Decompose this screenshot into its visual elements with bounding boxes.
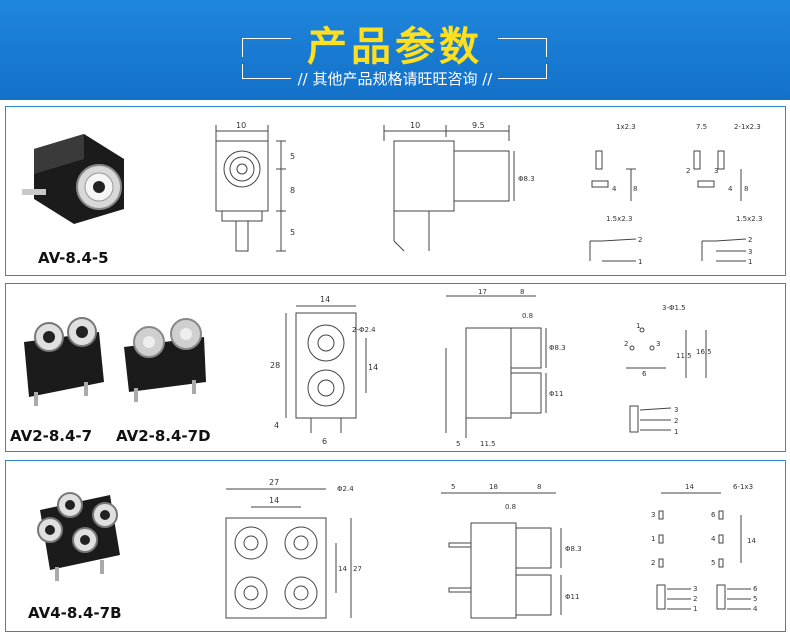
svg-text:14: 14 (269, 496, 279, 505)
svg-text:27: 27 (269, 478, 279, 487)
svg-text:8: 8 (744, 185, 748, 193)
svg-text:Φ8.3: Φ8.3 (565, 545, 581, 553)
svg-text:1x2.3: 1x2.3 (616, 123, 636, 131)
svg-text:5: 5 (456, 440, 460, 448)
front-view-drawing: 10 5 8 5 (215, 121, 295, 252)
svg-text:3: 3 (714, 167, 718, 175)
svg-text:2: 2 (638, 236, 642, 244)
svg-text:11.5: 11.5 (676, 352, 692, 360)
svg-text:17: 17 (478, 288, 487, 296)
side-view-drawing: 5 18 8 0.8 Φ8.3 Φ11 (441, 483, 581, 619)
svg-text:8: 8 (520, 288, 524, 296)
pad-layout-drawing: 1x2.3 4 8 1.5x2.3 2 1 7.5 2-1x2.3 2 3 4 … (589, 123, 762, 266)
svg-text:5: 5 (711, 559, 715, 567)
side-view-drawing: 17 8 0.8 Φ8.3 Φ11 5 11.5 (445, 288, 566, 448)
svg-text:5: 5 (290, 152, 295, 161)
svg-text:Φ11: Φ11 (565, 593, 579, 601)
svg-text:14: 14 (747, 537, 756, 545)
svg-text:2-1x2.3: 2-1x2.3 (734, 123, 761, 131)
page-title: 产品参数 (307, 24, 483, 70)
product-row-3: AV4-8.4-7B 27 Φ2.4 14 14 27 5 18 8 0.8 Φ… (5, 460, 786, 632)
svg-text:Φ11: Φ11 (549, 390, 563, 398)
product-photo-av-8-4-5 (22, 134, 124, 224)
product-label: AV4-8.4-7B (28, 604, 122, 622)
svg-text:5: 5 (753, 595, 757, 603)
svg-text:18: 18 (489, 483, 498, 491)
front-view-drawing: 14 2-Φ2.4 28 14 4 6 (270, 295, 378, 446)
product-label: AV-8.4-5 (38, 249, 109, 267)
svg-text:1: 1 (636, 322, 640, 330)
svg-text:7.5: 7.5 (696, 123, 707, 131)
product-label-b: AV2-8.4-7D (116, 427, 211, 445)
svg-text:11.5: 11.5 (480, 440, 496, 448)
svg-text:6: 6 (753, 585, 758, 593)
svg-text:10: 10 (410, 121, 420, 130)
svg-text:5: 5 (290, 228, 295, 237)
svg-text:16.5: 16.5 (696, 348, 712, 356)
svg-text:3: 3 (656, 340, 660, 348)
pad-layout-drawing: 3-Φ1.5 1 2 3 6 11.5 16.5 3 2 1 (624, 304, 712, 436)
svg-text:2: 2 (748, 236, 752, 244)
svg-text:28: 28 (270, 361, 280, 370)
bracket-bottom-right (498, 64, 547, 79)
svg-text:1.5x2.3: 1.5x2.3 (606, 215, 632, 223)
svg-text:27: 27 (353, 565, 361, 573)
svg-text:3: 3 (748, 248, 752, 256)
product-row-2: AV2-8.4-7 AV2-8.4-7D 14 2-Φ2.4 28 14 4 6… (5, 283, 786, 452)
svg-text:Φ8.3: Φ8.3 (518, 175, 534, 183)
product-photo-av4-8-4-7b (37, 492, 120, 581)
svg-text:1: 1 (651, 535, 655, 543)
svg-text:6: 6 (642, 370, 647, 378)
svg-text:1: 1 (693, 605, 697, 613)
product-row-1: AV-8.4-5 10 5 8 5 10 9.5 Φ8.3 (5, 106, 786, 276)
svg-text:8: 8 (290, 186, 295, 195)
svg-text:6-1x3: 6-1x3 (733, 483, 753, 491)
svg-text:14: 14 (320, 295, 330, 304)
side-view-drawing: 10 9.5 Φ8.3 (383, 121, 534, 252)
svg-text:0.8: 0.8 (505, 503, 516, 511)
svg-text:14: 14 (338, 565, 347, 573)
svg-text:1: 1 (748, 258, 752, 266)
svg-text:3: 3 (693, 585, 697, 593)
front-view-drawing: 27 Φ2.4 14 14 27 (225, 478, 361, 619)
product-photo-av2-8-4-7 (24, 317, 104, 406)
svg-text:2: 2 (686, 167, 690, 175)
svg-text:Φ8.3: Φ8.3 (549, 344, 566, 352)
svg-text:4: 4 (274, 421, 279, 430)
svg-text:10: 10 (236, 121, 246, 130)
svg-text:4: 4 (612, 185, 617, 193)
svg-text:6: 6 (711, 511, 716, 519)
product-label-a: AV2-8.4-7 (10, 427, 93, 445)
svg-text:8: 8 (537, 483, 541, 491)
svg-text:14: 14 (685, 483, 694, 491)
svg-text:9.5: 9.5 (472, 121, 485, 130)
svg-text:3: 3 (674, 406, 678, 414)
svg-text:Φ2.4: Φ2.4 (337, 485, 354, 493)
svg-text:1.5x2.3: 1.5x2.3 (736, 215, 762, 223)
svg-text:8: 8 (633, 185, 637, 193)
svg-text:2: 2 (651, 559, 655, 567)
svg-text:4: 4 (753, 605, 758, 613)
pad-layout-drawing: 14 6-1x3 14 3 1 2 6 4 5 3 2 1 6 5 4 (651, 483, 758, 613)
svg-text:1: 1 (638, 258, 642, 266)
header-banner: 产品参数 // 其他产品规格请旺旺咨询 // (0, 0, 790, 100)
svg-text:3: 3 (651, 511, 655, 519)
bracket-top-right (498, 38, 547, 57)
svg-text:1: 1 (674, 428, 678, 436)
svg-text:2: 2 (624, 340, 628, 348)
svg-text:4: 4 (711, 535, 716, 543)
svg-text:0.8: 0.8 (522, 312, 533, 320)
product-photo-av2-8-4-7d (124, 318, 206, 402)
svg-text:6: 6 (322, 437, 327, 446)
bracket-bottom-left (242, 64, 291, 79)
page-subtitle: // 其他产品规格请旺旺咨询 // (297, 70, 493, 88)
svg-text:14: 14 (368, 363, 378, 372)
svg-text:4: 4 (728, 185, 733, 193)
svg-text:2: 2 (693, 595, 697, 603)
svg-text:3-Φ1.5: 3-Φ1.5 (662, 304, 686, 312)
svg-text:2: 2 (674, 417, 678, 425)
bracket-top-left (242, 38, 291, 57)
svg-text:2-Φ2.4: 2-Φ2.4 (352, 326, 376, 334)
svg-text:5: 5 (451, 483, 455, 491)
